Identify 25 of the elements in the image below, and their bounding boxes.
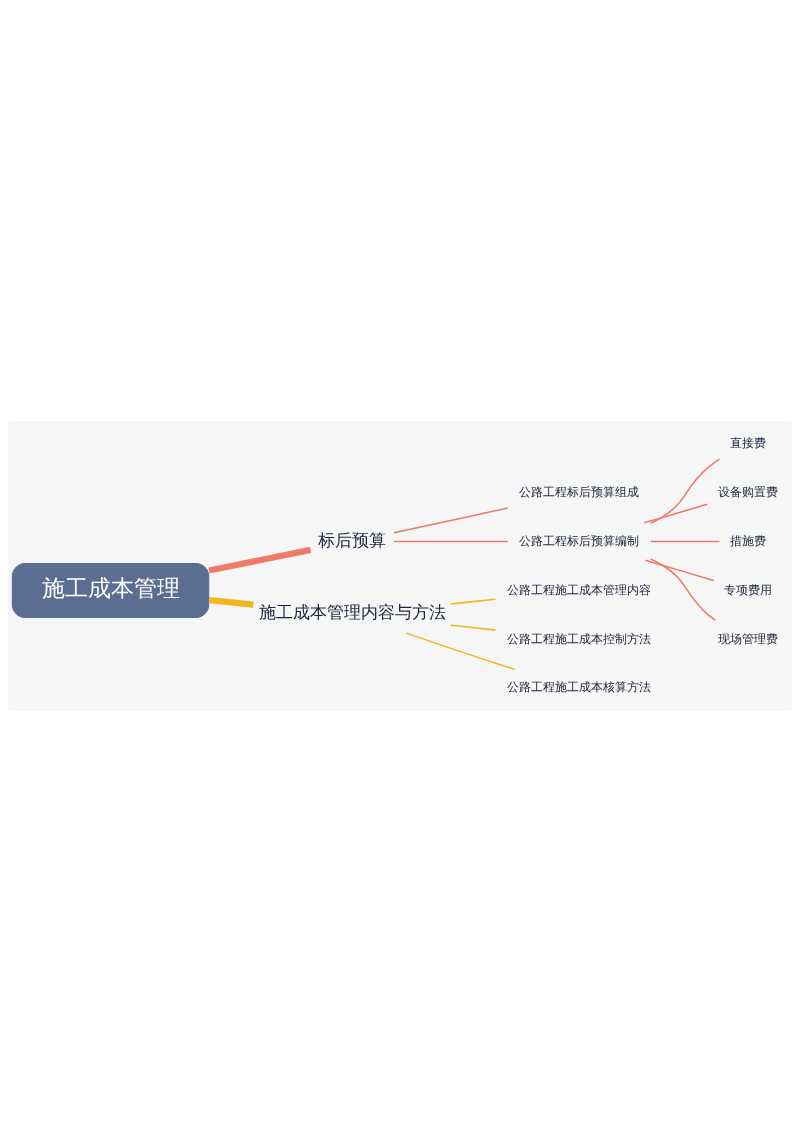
connector xyxy=(650,540,721,543)
node-text: 公路工程施工成本管理内容 xyxy=(507,581,652,597)
node-text: 公路工程施工成本核算方法 xyxy=(507,679,652,695)
node-text: 措施费 xyxy=(729,532,766,548)
node-text: 标后预算 xyxy=(318,530,387,550)
connector xyxy=(649,558,717,622)
node-box: 施工成本管理 xyxy=(11,562,210,618)
node-text: 专项费用 xyxy=(723,581,772,597)
connector xyxy=(208,597,254,608)
connector xyxy=(393,507,509,534)
connector xyxy=(450,598,497,605)
connector xyxy=(208,546,312,574)
node-text: 公路工程施工成本控制方法 xyxy=(507,630,652,646)
connector xyxy=(643,503,709,524)
node-text: 公路工程标后预算组成 xyxy=(519,483,640,499)
connector xyxy=(393,540,509,543)
connector xyxy=(644,559,715,582)
connector xyxy=(649,458,721,525)
connector xyxy=(450,624,497,631)
node-text: 直接费 xyxy=(729,435,766,451)
node-text: 施工成本管理内容与方法 xyxy=(258,603,446,623)
connector xyxy=(405,632,516,671)
node-text: 设备购置费 xyxy=(717,483,778,499)
node-text: 公路工程标后预算编制 xyxy=(519,532,640,548)
node-text: 现场管理费 xyxy=(717,630,778,646)
